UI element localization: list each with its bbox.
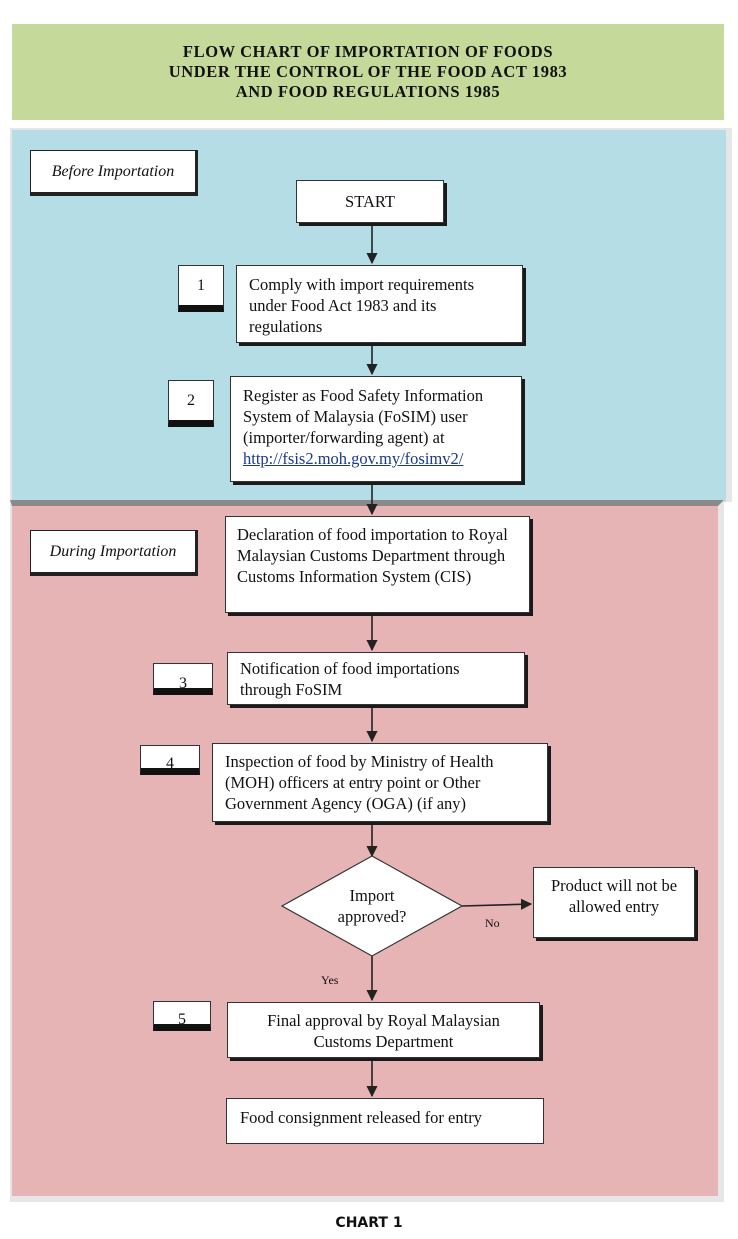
decision-label: Import approved? [312,885,432,927]
fosim-link[interactable]: http://fsis2.moh.gov.my/fosimv2/ [243,449,464,468]
step-3-number: 3 [153,663,213,695]
step-4-box: Inspection of food by Ministry of Health… [212,743,548,822]
chart-title-banner: FLOW CHART OF IMPORTATION OF FOODS UNDER… [12,24,724,120]
step-2-text: Register as Food Safety Information Syst… [243,386,484,447]
before-importation-label: Before Importation [30,150,198,196]
step-2-number-label: 2 [187,391,195,409]
step-5-number-label: 5 [178,1011,186,1028]
step-2-number: 2 [168,380,214,427]
decision-diamond [280,855,464,957]
title-line-1: FLOW CHART OF IMPORTATION OF FOODS [182,42,554,61]
yes-label: Yes [321,973,339,987]
rejected-box: Product will not be allowed entry [533,867,695,938]
chart-caption: CHART 1 [335,1215,403,1231]
decision-line-2: approved? [337,907,407,926]
step-5-box: Final approval by Royal Malaysian Custom… [227,1002,540,1058]
step-1-box: Comply with import requirements under Fo… [236,265,523,343]
title-line-3: AND FOOD REGULATIONS 1985 [235,82,501,101]
step-1-number-label: 1 [197,276,205,294]
step-1-number: 1 [178,265,224,312]
step-4-number-label: 4 [166,755,174,772]
released-box: Food consignment released for entry [226,1098,544,1144]
decision-line-1: Import [349,886,395,905]
step-4-number: 4 [140,745,200,775]
no-label: No [485,916,500,930]
title-line-2: UNDER THE CONTROL OF THE FOOD ACT 1983 [168,62,568,81]
start-node: START [296,180,444,223]
step-3-box: Notification of food importations throug… [227,652,525,705]
declaration-box: Declaration of food importation to Royal… [225,516,530,613]
during-importation-label: During Importation [30,530,198,576]
step-5-number: 5 [153,1001,211,1031]
step-3-number-label: 3 [179,675,187,692]
step-2-box: Register as Food Safety Information Syst… [230,376,522,482]
